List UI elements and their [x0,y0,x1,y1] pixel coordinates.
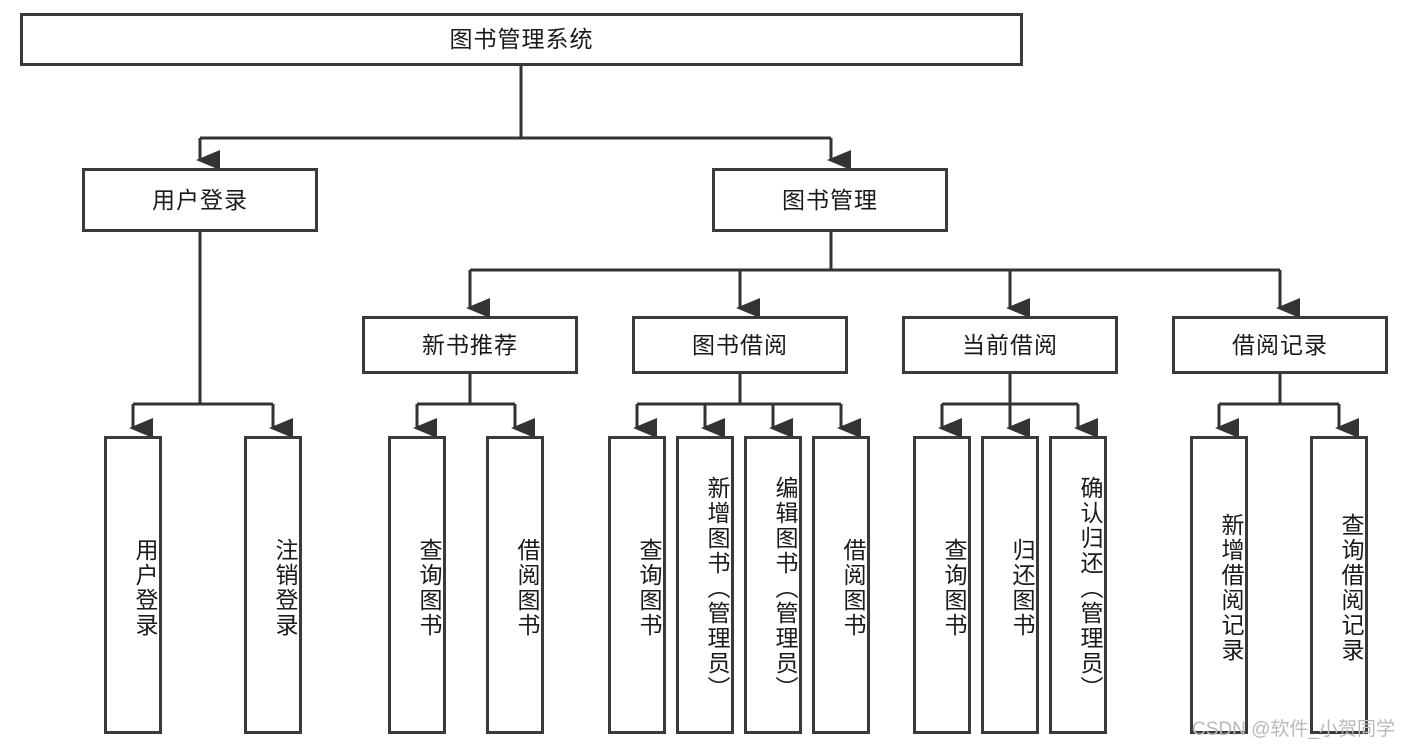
node-leaf-label: 新增图书（管理员） [704,475,730,701]
node-current-borrow-label: 当前借阅 [962,331,1058,358]
node-borrow-record-label: 借阅记录 [1232,331,1328,358]
node-borrow-record[interactable]: 借阅记录 [1172,316,1388,374]
node-leaf-logout[interactable]: 注销登录 [244,436,302,734]
node-new-book-recommend[interactable]: 新书推荐 [362,316,578,374]
node-user-login-label: 用户登录 [152,186,248,213]
node-root-system[interactable]: 图书管理系统 [20,13,1023,66]
node-leaf-label: 查询借阅记录 [1338,513,1364,663]
node-leaf-label: 查询图书 [941,538,967,638]
node-leaf-return-book[interactable]: 归还图书 [981,436,1039,734]
node-leaf-label: 用户登录 [132,538,158,638]
node-leaf-add-book-admin[interactable]: 新增图书（管理员） [676,436,734,734]
node-leaf-borrow-book-newbook[interactable]: 借阅图书 [486,436,544,734]
node-leaf-label: 编辑图书（管理员） [772,475,798,701]
node-leaf-query-borrow-record[interactable]: 查询借阅记录 [1310,436,1368,734]
node-leaf-label: 借阅图书 [840,538,866,638]
node-leaf-label: 查询图书 [416,538,442,638]
node-new-book-recommend-label: 新书推荐 [422,331,518,358]
node-book-borrow[interactable]: 图书借阅 [632,316,848,374]
node-book-management-label: 图书管理 [782,186,878,213]
node-book-borrow-label: 图书借阅 [692,331,788,358]
node-leaf-label: 新增借阅记录 [1218,513,1244,663]
node-leaf-label: 确认归还（管理员） [1077,475,1103,701]
node-user-login[interactable]: 用户登录 [82,168,318,232]
node-leaf-add-borrow-record[interactable]: 新增借阅记录 [1190,436,1248,734]
node-leaf-label: 归还图书 [1009,538,1035,638]
node-book-management[interactable]: 图书管理 [712,168,948,232]
node-leaf-label: 借阅图书 [514,538,540,638]
node-leaf-edit-book-admin[interactable]: 编辑图书（管理员） [744,436,802,734]
node-leaf-query-book-borrow[interactable]: 查询图书 [608,436,666,734]
node-leaf-label: 注销登录 [272,538,298,638]
node-leaf-user-login[interactable]: 用户登录 [104,436,162,734]
csdn-watermark: CSDN @软件_小贺同学 [1192,719,1395,740]
node-leaf-query-book-current[interactable]: 查询图书 [913,436,971,734]
node-leaf-label: 查询图书 [636,538,662,638]
node-root-label: 图书管理系统 [449,26,594,53]
node-leaf-query-book-newbook[interactable]: 查询图书 [388,436,446,734]
node-leaf-borrow-book-borrow[interactable]: 借阅图书 [812,436,870,734]
node-leaf-confirm-return-admin[interactable]: 确认归还（管理员） [1049,436,1107,734]
node-current-borrow[interactable]: 当前借阅 [902,316,1118,374]
